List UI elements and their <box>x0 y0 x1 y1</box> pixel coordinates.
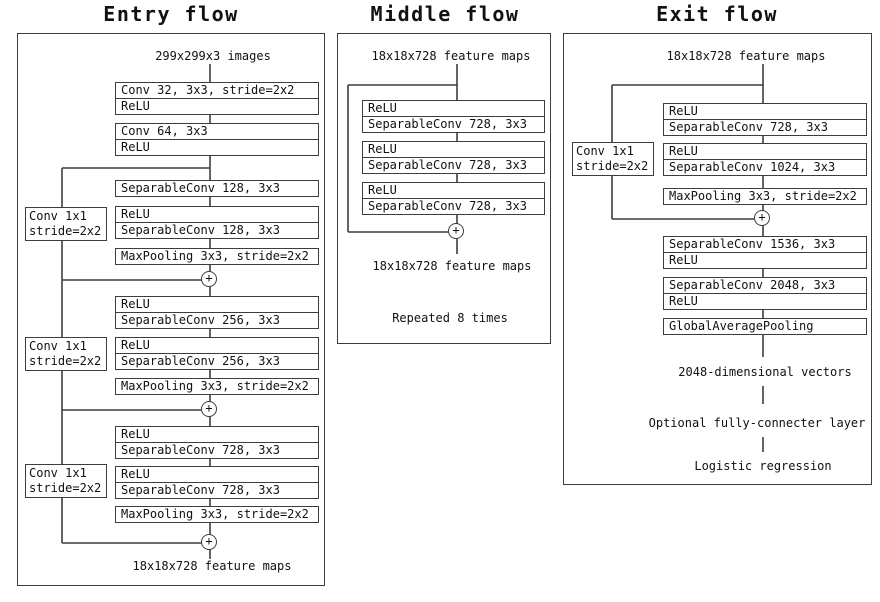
exit-skip-conv1x1-block: Conv 1x1 stride=2x2 <box>572 142 654 176</box>
middle-input-label: 18x18x728 feature maps <box>368 49 534 64</box>
layer-label: ReLU <box>669 144 698 158</box>
entry-conv32-block: Conv 32, 3x3, stride=2x2 ReLU <box>115 82 319 115</box>
layer-label: SeparableConv 728, 3x3 <box>363 157 544 173</box>
layer-label: ReLU <box>121 467 150 481</box>
layer-label: MaxPooling 3x3, stride=2x2 <box>121 507 309 521</box>
layer-label: stride=2x2 <box>29 354 102 368</box>
layer-label: Conv 1x1 <box>29 209 87 223</box>
exit-relu-sepconv728-block: ReLU SeparableConv 728, 3x3 <box>663 103 867 136</box>
layer-label: SeparableConv 728, 3x3 <box>116 442 318 458</box>
layer-label: SeparableConv 2048, 3x3 <box>669 278 836 292</box>
middle-flow-panel <box>337 33 551 344</box>
layer-label: ReLU <box>669 104 698 118</box>
middle-repeat-note: Repeated 8 times <box>389 311 511 326</box>
entry-maxpool-block-2: MaxPooling 3x3, stride=2x2 <box>115 378 319 395</box>
middle-relu-sepconv728-block-1: ReLU SeparableConv 728, 3x3 <box>362 100 545 133</box>
layer-label: ReLU <box>116 98 318 114</box>
entry-output-label: 18x18x728 feature maps <box>129 559 295 574</box>
entry-flow-panel <box>17 33 325 586</box>
layer-label: Conv 64, 3x3 <box>121 124 208 138</box>
layer-label: SeparableConv 128, 3x3 <box>116 222 318 238</box>
entry-relu-sepconv728-block-1: ReLU SeparableConv 728, 3x3 <box>115 426 319 459</box>
layer-label: stride=2x2 <box>576 159 649 173</box>
layer-label: MaxPooling 3x3, stride=2x2 <box>121 379 309 393</box>
entry-conv64-block: Conv 64, 3x3 ReLU <box>115 123 319 156</box>
layer-label: ReLU <box>368 142 397 156</box>
layer-label: SeparableConv 728, 3x3 <box>664 119 866 135</box>
layer-label: ReLU <box>664 252 866 268</box>
entry-maxpool-block-1: MaxPooling 3x3, stride=2x2 <box>115 248 319 265</box>
layer-label: SeparableConv 728, 3x3 <box>363 198 544 214</box>
layer-label: ReLU <box>121 427 150 441</box>
middle-output-label: 18x18x728 feature maps <box>369 259 535 274</box>
layer-label: stride=2x2 <box>29 481 102 495</box>
layer-label: ReLU <box>368 183 397 197</box>
exit-flow-panel <box>563 33 872 485</box>
layer-label: Conv 1x1 <box>576 144 634 158</box>
entry-input-label: 299x299x3 images <box>152 49 274 64</box>
entry-sepconv128-block: SeparableConv 128, 3x3 <box>115 180 319 197</box>
exit-sepconv1536-block: SeparableConv 1536, 3x3 ReLU <box>663 236 867 269</box>
add-icon: + <box>201 271 217 287</box>
exit-vectors-label: 2048-dimensional vectors <box>675 365 855 380</box>
entry-relu-sepconv256-block-2: ReLU SeparableConv 256, 3x3 <box>115 337 319 370</box>
middle-relu-sepconv728-block-2: ReLU SeparableConv 728, 3x3 <box>362 141 545 174</box>
exit-relu-sepconv1024-block: ReLU SeparableConv 1024, 3x3 <box>663 143 867 176</box>
layer-label: Conv 1x1 <box>29 466 87 480</box>
exit-fully-connected-label: Optional fully-connecter layer <box>645 416 869 431</box>
layer-label: ReLU <box>368 101 397 115</box>
exit-flow-title: Exit flow <box>656 2 778 26</box>
exit-logistic-regression-label: Logistic regression <box>691 459 835 474</box>
layer-label: SeparableConv 1024, 3x3 <box>664 159 866 175</box>
middle-flow-title: Middle flow <box>370 2 520 26</box>
layer-label: Conv 32, 3x3, stride=2x2 <box>121 83 295 97</box>
layer-label: SeparableConv 728, 3x3 <box>363 116 544 132</box>
layer-label: ReLU <box>121 338 150 352</box>
add-icon: + <box>201 401 217 417</box>
exit-input-label: 18x18x728 feature maps <box>663 49 829 64</box>
layer-label: SeparableConv 1536, 3x3 <box>669 237 836 251</box>
entry-flow-title: Entry flow <box>103 2 239 26</box>
exit-maxpool-block: MaxPooling 3x3, stride=2x2 <box>663 188 867 205</box>
entry-relu-sepconv256-block-1: ReLU SeparableConv 256, 3x3 <box>115 296 319 329</box>
entry-relu-sepconv728-block-2: ReLU SeparableConv 728, 3x3 <box>115 466 319 499</box>
layer-label: GlobalAveragePooling <box>669 319 814 333</box>
add-icon: + <box>754 210 770 226</box>
entry-skip-conv1x1-block-3: Conv 1x1 stride=2x2 <box>25 464 107 498</box>
layer-label: ReLU <box>121 297 150 311</box>
layer-label: SeparableConv 256, 3x3 <box>116 312 318 328</box>
layer-label: ReLU <box>664 293 866 309</box>
add-icon: + <box>448 223 464 239</box>
layer-label: SeparableConv 256, 3x3 <box>116 353 318 369</box>
layer-label: MaxPooling 3x3, stride=2x2 <box>669 189 857 203</box>
entry-relu-sepconv128-block: ReLU SeparableConv 128, 3x3 <box>115 206 319 239</box>
entry-skip-conv1x1-block-2: Conv 1x1 stride=2x2 <box>25 337 107 371</box>
middle-relu-sepconv728-block-3: ReLU SeparableConv 728, 3x3 <box>362 182 545 215</box>
layer-label: Conv 1x1 <box>29 339 87 353</box>
layer-label: stride=2x2 <box>29 224 102 238</box>
layer-label: MaxPooling 3x3, stride=2x2 <box>121 249 309 263</box>
entry-maxpool-block-3: MaxPooling 3x3, stride=2x2 <box>115 506 319 523</box>
layer-label: ReLU <box>121 207 150 221</box>
layer-label: SeparableConv 128, 3x3 <box>121 181 280 195</box>
add-icon: + <box>201 534 217 550</box>
layer-label: SeparableConv 728, 3x3 <box>116 482 318 498</box>
entry-skip-conv1x1-block-1: Conv 1x1 stride=2x2 <box>25 207 107 241</box>
exit-global-average-pooling-block: GlobalAveragePooling <box>663 318 867 335</box>
exit-sepconv2048-block: SeparableConv 2048, 3x3 ReLU <box>663 277 867 310</box>
layer-label: ReLU <box>116 139 318 155</box>
